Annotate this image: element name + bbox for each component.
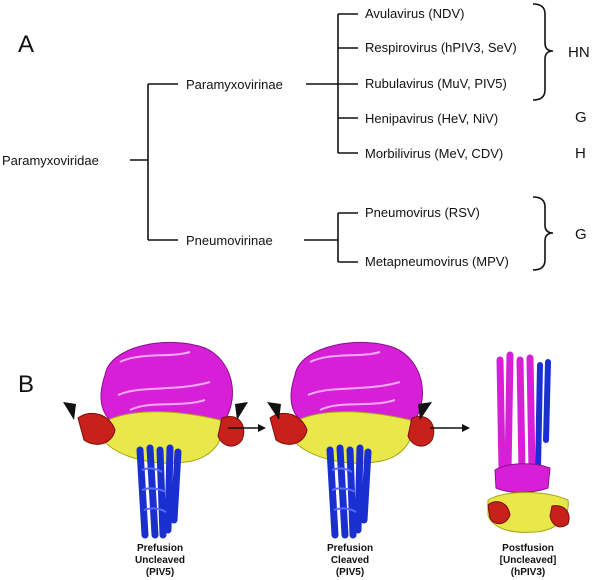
- subfamily-paramyxovirinae: Paramyxovirinae: [186, 77, 283, 92]
- caption-1-line3: (PIV5): [146, 567, 174, 578]
- panel-a-label: A: [18, 31, 34, 58]
- group-g-pneumo-label: G: [575, 226, 587, 243]
- caption-2-line3: (PIV5): [336, 567, 364, 578]
- genus-metapneumovirus: Metapneumovirus (MPV): [365, 254, 509, 269]
- transition-arrowhead-2: [462, 424, 470, 432]
- caption-prefusion-uncleaved: Prefusion Uncleaved (PIV5): [135, 543, 185, 578]
- group-hn-label: HN: [568, 44, 590, 61]
- structure-postfusion: [487, 351, 570, 533]
- bracket-g: [532, 196, 554, 271]
- caption-prefusion-cleaved: Prefusion Cleaved (PIV5): [327, 543, 373, 578]
- caption-3-line1: Postfusion: [502, 543, 554, 554]
- bracket-hn: [532, 3, 554, 101]
- caption-postfusion: Postfusion [Uncleaved] (hPIV3): [500, 543, 557, 578]
- genus-avulavirus: Avulavirus (NDV): [365, 6, 464, 21]
- arrowhead-marker-2b: [418, 402, 432, 420]
- genus-morbilivirus: Morbilivirus (MeV, CDV): [365, 146, 503, 161]
- genus-respirovirus: Respirovirus (hPIV3, SeV): [365, 40, 517, 55]
- arrowhead-marker-1b: [235, 402, 248, 420]
- arrowhead-marker-1a: [63, 402, 76, 420]
- caption-3-line3: (hPIV3): [511, 567, 545, 578]
- caption-2-line1: Prefusion: [327, 543, 373, 554]
- tree-lines: [130, 13, 358, 263]
- root-label: Paramyxoviridae: [2, 153, 99, 168]
- genus-henipavirus: Henipavirus (HeV, NiV): [365, 111, 498, 126]
- group-g-henipa-label: G: [575, 109, 587, 126]
- arrowhead-marker-2a: [267, 402, 281, 420]
- subfamily-pneumovirinae: Pneumovirinae: [186, 233, 273, 248]
- structure-prefusion-uncleaved: [77, 342, 245, 539]
- caption-1-line2: Uncleaved: [135, 555, 185, 566]
- structure-prefusion-cleaved: [269, 342, 435, 539]
- transition-arrowhead-1: [258, 424, 266, 432]
- caption-3-line2: [Uncleaved]: [500, 555, 557, 566]
- caption-1-line1: Prefusion: [137, 543, 183, 554]
- caption-2-line2: Cleaved: [331, 555, 369, 566]
- panel-b-label: B: [18, 371, 34, 398]
- genus-rubulavirus: Rubulavirus (MuV, PIV5): [365, 76, 507, 91]
- group-h-label: H: [575, 145, 586, 162]
- genus-pneumovirus: Pneumovirus (RSV): [365, 205, 480, 220]
